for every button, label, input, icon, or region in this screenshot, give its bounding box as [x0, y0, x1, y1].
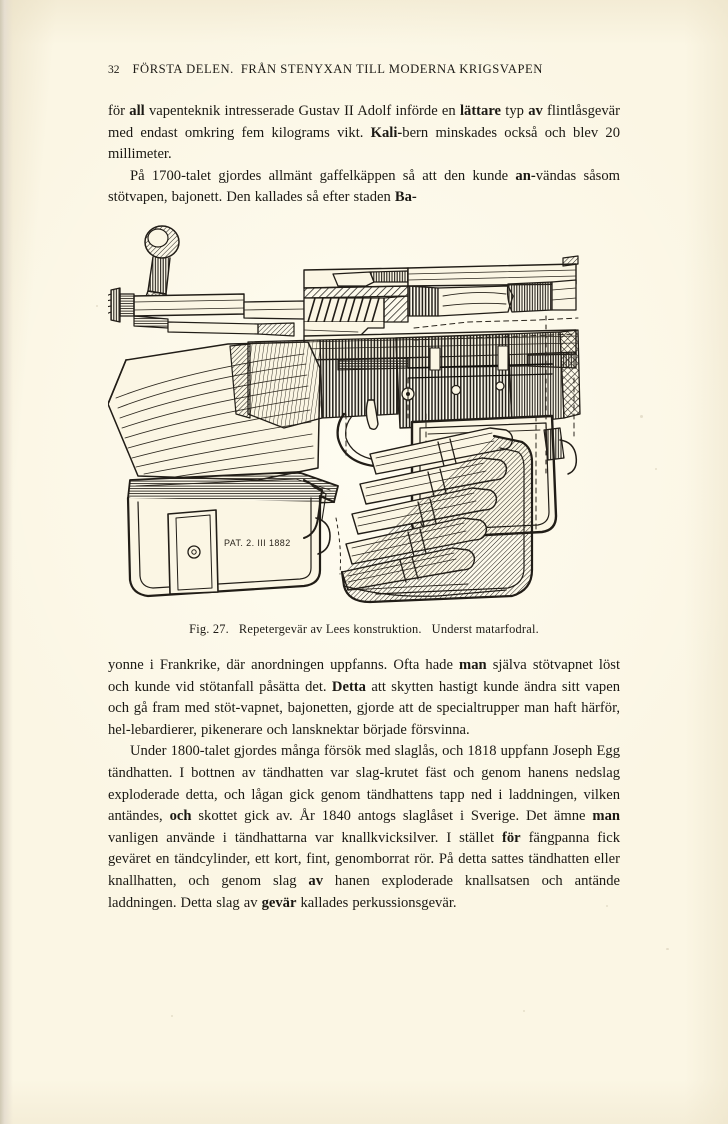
text-run: för — [108, 103, 130, 119]
text-run-bold: man — [592, 808, 620, 825]
text-run: själva stötvapnet löst och kunde vid stö… — [108, 656, 621, 695]
text-run: På 1700-talet gjordes allmänt gaffelkäpp… — [130, 167, 516, 184]
paragraph-gaffelkappen: På 1700-talet gjordes allmänt gaffelkäpp… — [108, 166, 620, 209]
text-run-bold: för — [501, 829, 521, 846]
barrel-and-breech — [407, 255, 579, 317]
page-left-edge — [0, 0, 13, 1124]
text-run: att skytten hastigt kunde ändra sitt vap… — [108, 678, 620, 738]
running-head: 32 FÖRSTA DELEN. FRÅN STENYXAN TILL MODE… — [108, 62, 620, 77]
text-run: av — [243, 894, 262, 911]
text-run: hanen exploderade knallsatsen och antänd… — [108, 872, 620, 911]
text-run: flintlåsgevär med endast omkring fem kil… — [108, 103, 620, 141]
running-head-part-two: FRÅN STENYXAN TILL MODERNA KRIGSVAPEN — [240, 62, 543, 76]
figure-27: PAT. 2. III 1882 — [108, 218, 620, 637]
text-run-bold: man — [459, 656, 487, 673]
figure-number: Fig. 27. — [189, 621, 229, 636]
rifle-diagram-svg: PAT. 2. III 1882 — [108, 225, 581, 604]
text-run: vanligen använde i tändhattarna var knal… — [108, 829, 502, 846]
text-run-bold: all — [129, 103, 145, 119]
text-run: typ — [501, 103, 529, 119]
figure-subtitle: Underst matarfodral. — [431, 621, 539, 636]
running-head-part-one: FÖRSTA DELEN. — [132, 62, 234, 76]
page-number: 32 — [108, 64, 120, 76]
text-run-bold: Detta — [331, 678, 366, 695]
text-run-bold: och — [169, 808, 192, 825]
paragraph-slaglas: Under 1800-talet gjordes många försök me… — [108, 741, 620, 914]
text-run: bern minskades också och blev 20 millime… — [108, 124, 620, 163]
figure-illustration: PAT. 2. III 1882 — [108, 218, 620, 620]
magazine-well — [395, 329, 581, 429]
paragraph-continuation: för all vapenteknik intresserade Gustav … — [108, 101, 620, 166]
text-run: fängpanna fick geväret en tändcylinder, … — [108, 829, 620, 889]
text-run-bold: av — [308, 872, 324, 889]
leather-case: PAT. 2. III 1882 — [126, 471, 339, 598]
text-run: yonne i Frankrike, där anordningen uppfa… — [108, 656, 460, 673]
figure-caption: Fig. 27. Repetergevär av Lees konstruktio… — [108, 622, 620, 637]
text-run: Under 1800-talet gjordes många försök me… — [108, 743, 620, 825]
cartridge-carrier — [340, 427, 534, 604]
paragraph-bajonett: yonne i Frankrike, där anordningen uppfa… — [108, 655, 620, 741]
text-run-bold: Ba- — [394, 189, 417, 206]
receiver-cutaway — [303, 267, 409, 339]
text-run: kallades perkussionsgevär. — [296, 894, 457, 911]
trigger-group — [336, 381, 505, 468]
page-content: 32 FÖRSTA DELEN. FRÅN STENYXAN TILL MODE… — [108, 62, 620, 914]
text-run: vapenteknik intresserade Gustav II Adolf… — [144, 103, 460, 119]
text-run-bold: an- — [515, 167, 536, 184]
bolt-handle-knob — [143, 225, 180, 306]
text-run: skottet gick av. År 1840 antogs slaglåse… — [191, 808, 593, 825]
text-run-bold: Kali- — [370, 124, 403, 141]
text-run: vändas såsom stötvapen, bajonett. Den ka… — [108, 167, 620, 206]
text-run-bold: gevär — [261, 894, 297, 911]
patent-stamp-text: PAT. 2. III 1882 — [224, 538, 291, 548]
text-run-bold: lättare — [459, 103, 502, 119]
text-run-bold: av — [528, 103, 543, 119]
bolt-assembly — [108, 287, 305, 337]
figure-title: Repetergevär av Lees konstruktion. — [238, 621, 422, 636]
rifle-stock — [108, 337, 399, 481]
